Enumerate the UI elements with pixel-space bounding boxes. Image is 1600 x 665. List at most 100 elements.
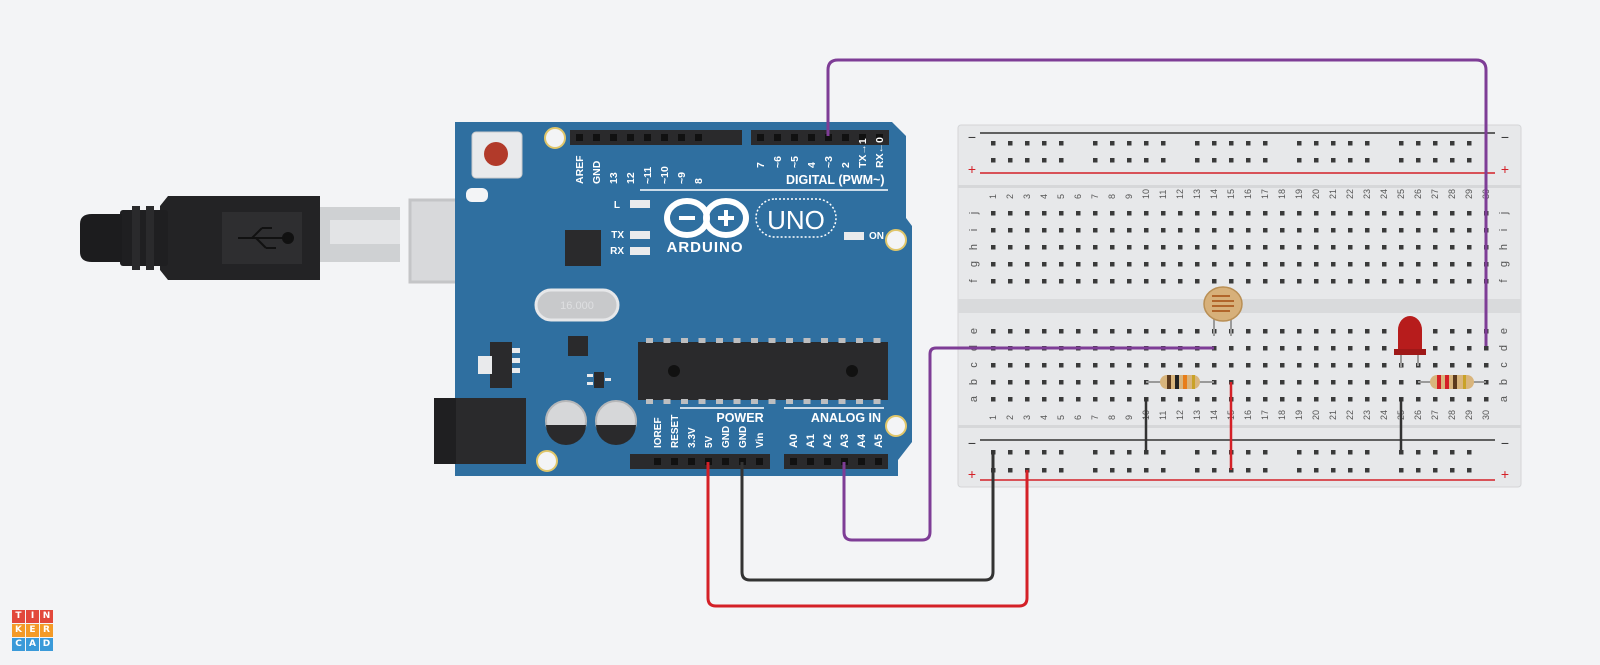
- breadboard-hole[interactable]: [1161, 262, 1166, 267]
- breadboard-hole[interactable]: [1093, 380, 1098, 385]
- breadboard-hole[interactable]: [1127, 329, 1132, 334]
- breadboard-hole[interactable]: [1433, 346, 1438, 351]
- breadboard-hole[interactable]: [1110, 380, 1115, 385]
- pin-hole[interactable]: [757, 134, 764, 141]
- breadboard-hole[interactable]: [1263, 346, 1268, 351]
- pin-hole[interactable]: [722, 458, 729, 465]
- breadboard-hole[interactable]: [1433, 245, 1438, 250]
- breadboard-hole[interactable]: [1127, 450, 1132, 455]
- breadboard-hole[interactable]: [1093, 158, 1098, 163]
- breadboard-hole[interactable]: [1297, 141, 1302, 146]
- breadboard-hole[interactable]: [1399, 228, 1404, 233]
- breadboard-hole[interactable]: [1008, 245, 1013, 250]
- breadboard-hole[interactable]: [1416, 245, 1421, 250]
- breadboard-hole[interactable]: [1263, 363, 1268, 368]
- pin-hole[interactable]: [859, 134, 866, 141]
- breadboard-hole[interactable]: [1433, 329, 1438, 334]
- breadboard-hole[interactable]: [1110, 363, 1115, 368]
- breadboard-hole[interactable]: [1144, 141, 1149, 146]
- breadboard-hole[interactable]: [1246, 468, 1251, 473]
- pin-hole[interactable]: [576, 134, 583, 141]
- breadboard-hole[interactable]: [1161, 158, 1166, 163]
- breadboard-hole[interactable]: [1348, 211, 1353, 216]
- breadboard-hole[interactable]: [1246, 279, 1251, 284]
- breadboard-hole[interactable]: [1382, 245, 1387, 250]
- breadboard-hole[interactable]: [1195, 450, 1200, 455]
- pin-hole[interactable]: [671, 458, 678, 465]
- breadboard-hole[interactable]: [1127, 262, 1132, 267]
- breadboard-hole[interactable]: [1076, 245, 1081, 250]
- breadboard-hole[interactable]: [1263, 397, 1268, 402]
- pin-hole[interactable]: [841, 458, 848, 465]
- breadboard-hole[interactable]: [1161, 329, 1166, 334]
- breadboard-hole[interactable]: [1348, 245, 1353, 250]
- breadboard-hole[interactable]: [1008, 158, 1013, 163]
- breadboard-hole[interactable]: [1263, 245, 1268, 250]
- breadboard-hole[interactable]: [1212, 158, 1217, 163]
- breadboard-hole[interactable]: [1195, 158, 1200, 163]
- breadboard-hole[interactable]: [1348, 158, 1353, 163]
- breadboard-hole[interactable]: [1297, 380, 1302, 385]
- breadboard-hole[interactable]: [1025, 279, 1030, 284]
- breadboard-hole[interactable]: [991, 279, 996, 284]
- breadboard-hole[interactable]: [1382, 279, 1387, 284]
- breadboard-hole[interactable]: [1280, 262, 1285, 267]
- pin-hole[interactable]: [705, 458, 712, 465]
- analog-header[interactable]: [784, 454, 888, 469]
- breadboard-hole[interactable]: [1297, 329, 1302, 334]
- breadboard-hole[interactable]: [1161, 279, 1166, 284]
- pin-hole[interactable]: [644, 134, 651, 141]
- breadboard-hole[interactable]: [1161, 468, 1166, 473]
- pin-hole[interactable]: [875, 458, 882, 465]
- breadboard-hole[interactable]: [1195, 279, 1200, 284]
- breadboard-hole[interactable]: [1076, 279, 1081, 284]
- breadboard-hole[interactable]: [1042, 279, 1047, 284]
- breadboard-hole[interactable]: [1416, 450, 1421, 455]
- breadboard-hole[interactable]: [1297, 346, 1302, 351]
- breadboard-hole[interactable]: [1467, 329, 1472, 334]
- breadboard-hole[interactable]: [1127, 158, 1132, 163]
- breadboard-hole[interactable]: [991, 141, 996, 146]
- breadboard-hole[interactable]: [1229, 158, 1234, 163]
- breadboard-hole[interactable]: [1059, 262, 1064, 267]
- resistor-ldr[interactable]: [1146, 375, 1214, 389]
- breadboard-hole[interactable]: [1450, 279, 1455, 284]
- breadboard-hole[interactable]: [1450, 245, 1455, 250]
- breadboard-hole[interactable]: [1314, 468, 1319, 473]
- breadboard-hole[interactable]: [1467, 141, 1472, 146]
- breadboard-hole[interactable]: [1297, 245, 1302, 250]
- breadboard-hole[interactable]: [1042, 141, 1047, 146]
- breadboard-hole[interactable]: [1331, 141, 1336, 146]
- pin-hole[interactable]: [842, 134, 849, 141]
- breadboard-hole[interactable]: [1382, 228, 1387, 233]
- breadboard-hole[interactable]: [1161, 245, 1166, 250]
- breadboard-hole[interactable]: [1059, 468, 1064, 473]
- breadboard-hole[interactable]: [1008, 450, 1013, 455]
- breadboard-hole[interactable]: [1416, 211, 1421, 216]
- breadboard-hole[interactable]: [1450, 141, 1455, 146]
- breadboard-hole[interactable]: [1178, 397, 1183, 402]
- breadboard-hole[interactable]: [1093, 450, 1098, 455]
- breadboard-hole[interactable]: [1076, 397, 1081, 402]
- breadboard-hole[interactable]: [1331, 329, 1336, 334]
- breadboard-hole[interactable]: [1399, 450, 1404, 455]
- breadboard-hole[interactable]: [1161, 228, 1166, 233]
- breadboard-hole[interactable]: [1382, 346, 1387, 351]
- breadboard-hole[interactable]: [1195, 141, 1200, 146]
- breadboard-hole[interactable]: [1229, 468, 1234, 473]
- breadboard-hole[interactable]: [1059, 228, 1064, 233]
- breadboard-hole[interactable]: [1229, 141, 1234, 146]
- breadboard-hole[interactable]: [1110, 211, 1115, 216]
- breadboard-hole[interactable]: [1348, 346, 1353, 351]
- breadboard-hole[interactable]: [1025, 380, 1030, 385]
- breadboard-hole[interactable]: [1059, 450, 1064, 455]
- breadboard-hole[interactable]: [1433, 158, 1438, 163]
- breadboard-hole[interactable]: [1399, 211, 1404, 216]
- breadboard-hole[interactable]: [1110, 228, 1115, 233]
- digital-header-left[interactable]: [570, 130, 742, 145]
- breadboard-hole[interactable]: [1229, 279, 1234, 284]
- breadboard-hole[interactable]: [1212, 228, 1217, 233]
- breadboard-hole[interactable]: [1399, 380, 1404, 385]
- breadboard-hole[interactable]: [1331, 363, 1336, 368]
- breadboard-hole[interactable]: [1144, 468, 1149, 473]
